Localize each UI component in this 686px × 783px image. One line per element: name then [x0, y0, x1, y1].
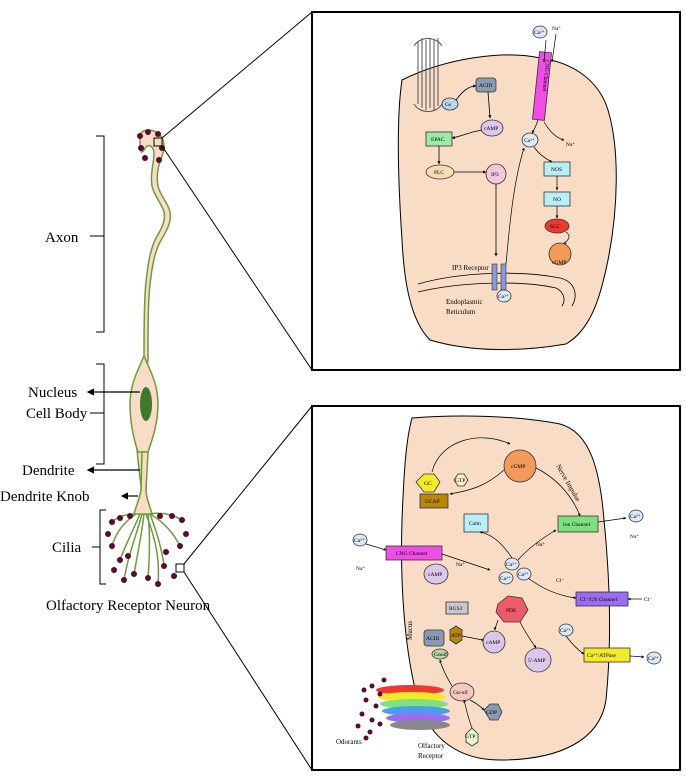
- ion-channel-label: Ion Channel: [563, 522, 591, 528]
- pde-label: PDE: [506, 608, 517, 614]
- dendrite-label: Dendrite: [22, 463, 75, 479]
- na-out-label: Na⁺: [566, 141, 575, 148]
- cilia-bundle: [111, 512, 183, 585]
- endoplasmic-reticulum: [417, 272, 576, 307]
- na-cng-in-label: Na⁺: [456, 561, 465, 568]
- odorants-label: Odorants: [336, 738, 362, 746]
- mucus-label: Mucus: [406, 621, 414, 640]
- gcap-label: GCAP: [425, 499, 440, 505]
- neuron-labels: Axon Cell Body Nucleus Dendrite Dendrite…: [0, 135, 211, 614]
- ca-er-label: Ca²⁺: [498, 293, 509, 300]
- odorant-dots: [355, 677, 387, 741]
- gtp-bottom-label: GTP: [465, 734, 475, 740]
- ca-a-label: Ca²⁺: [506, 561, 517, 568]
- amp-label: 5'-AMP: [528, 658, 546, 664]
- ca-b-label: Ca²⁺: [500, 575, 511, 582]
- nucleus-label: Nucleus: [28, 385, 77, 401]
- gs-label: Gs: [445, 102, 451, 108]
- camp-b-label: cAMP: [486, 640, 500, 646]
- olfactory-receptor-stack: [376, 685, 450, 730]
- rgs2-label: RGS2: [449, 606, 463, 612]
- acIII-cilia-label: ACIII: [426, 636, 439, 642]
- na-cng-out-label: Na⁺: [356, 565, 365, 572]
- cell-body-label: Cell Body: [26, 406, 88, 422]
- ca-in-label: Ca²⁺: [524, 137, 535, 144]
- axon-panel: Gs ACIII cAMP EPAC PLC IP3 CNG Channel C…: [311, 11, 681, 371]
- cilia-dots: [105, 513, 189, 587]
- acIII-label: ACIII: [479, 83, 492, 89]
- atp-label: ATP: [451, 633, 461, 639]
- cl-label: Cl⁻: [556, 578, 564, 584]
- cng-channel-cilia-label: CNG Channel: [396, 551, 428, 557]
- gc-label: GC: [424, 481, 432, 487]
- er-label-line2: Reticulum: [446, 308, 476, 316]
- ca-ion-out-label: Ca²⁺: [630, 513, 641, 520]
- nucleus: [140, 387, 152, 421]
- epac-label: EPAC: [431, 137, 445, 143]
- cgmp-cilia-label: cGMP: [511, 464, 525, 470]
- ca-top-label: Ca²⁺: [534, 29, 545, 36]
- gtp-top-label: GTP: [455, 478, 465, 484]
- ip3-label: IP3: [491, 172, 499, 178]
- dendrite: [133, 451, 153, 515]
- axon-label: Axon: [45, 230, 79, 246]
- cilia-zoom-box: [175, 563, 185, 573]
- or-label-line2: Receptor: [418, 752, 444, 760]
- nos-label: NOS: [551, 167, 562, 173]
- na-ion-in-label: Na⁺: [536, 541, 545, 548]
- plc-label: PLC: [434, 170, 444, 176]
- neuron: [105, 11, 313, 771]
- calm-label: Calm: [469, 521, 482, 527]
- dendrite-knob-label: Dendrite Knob: [0, 489, 90, 505]
- ca-atpase-out-label: Ca²⁺: [648, 655, 659, 662]
- cl-channel-label: Cl⁻/CN Channel: [580, 597, 617, 603]
- no-label: NO: [553, 197, 561, 203]
- neuron-title: Olfactory Receptor Neuron: [46, 598, 211, 614]
- gdp-label: GDP: [486, 710, 497, 716]
- ca-cng-out-label: Ca²⁺: [354, 537, 365, 544]
- ip3-receptor-label: IP3 Receptor: [452, 264, 489, 272]
- sgc-label: SGC: [550, 224, 561, 230]
- receptor-coil: [413, 38, 443, 112]
- na-ion-out-label: Na⁺: [630, 533, 639, 540]
- or-label-line1: Olfactory: [418, 742, 445, 750]
- ca-c-label: Ca²⁺: [518, 571, 529, 578]
- camp-a-label: cAMP: [428, 572, 442, 578]
- er-label-line1: Endoplasmic: [446, 298, 483, 306]
- na-top-label: Na⁺: [552, 25, 561, 32]
- cilia-label: Cilia: [52, 540, 82, 556]
- ca-d-label: Ca²⁺: [560, 627, 571, 634]
- golf-small-label: Gαolf: [434, 651, 447, 658]
- cilia-panel: GC GCAP GTP cGMP Nerve Impulse Calm Ion …: [311, 405, 681, 771]
- axon-zoom-box: [153, 137, 163, 147]
- camp-label: cAMP: [484, 126, 498, 132]
- axon-cell-membrane: [397, 54, 617, 351]
- cl-out-label: Cl⁻: [644, 597, 652, 603]
- cng-channel-label: CNG Channel: [541, 60, 550, 92]
- cgmp-label: cGMP: [552, 260, 566, 266]
- golf-label: Gα-olf: [453, 689, 468, 696]
- ca-atpase-label: Ca²⁺/ATPase: [587, 652, 617, 659]
